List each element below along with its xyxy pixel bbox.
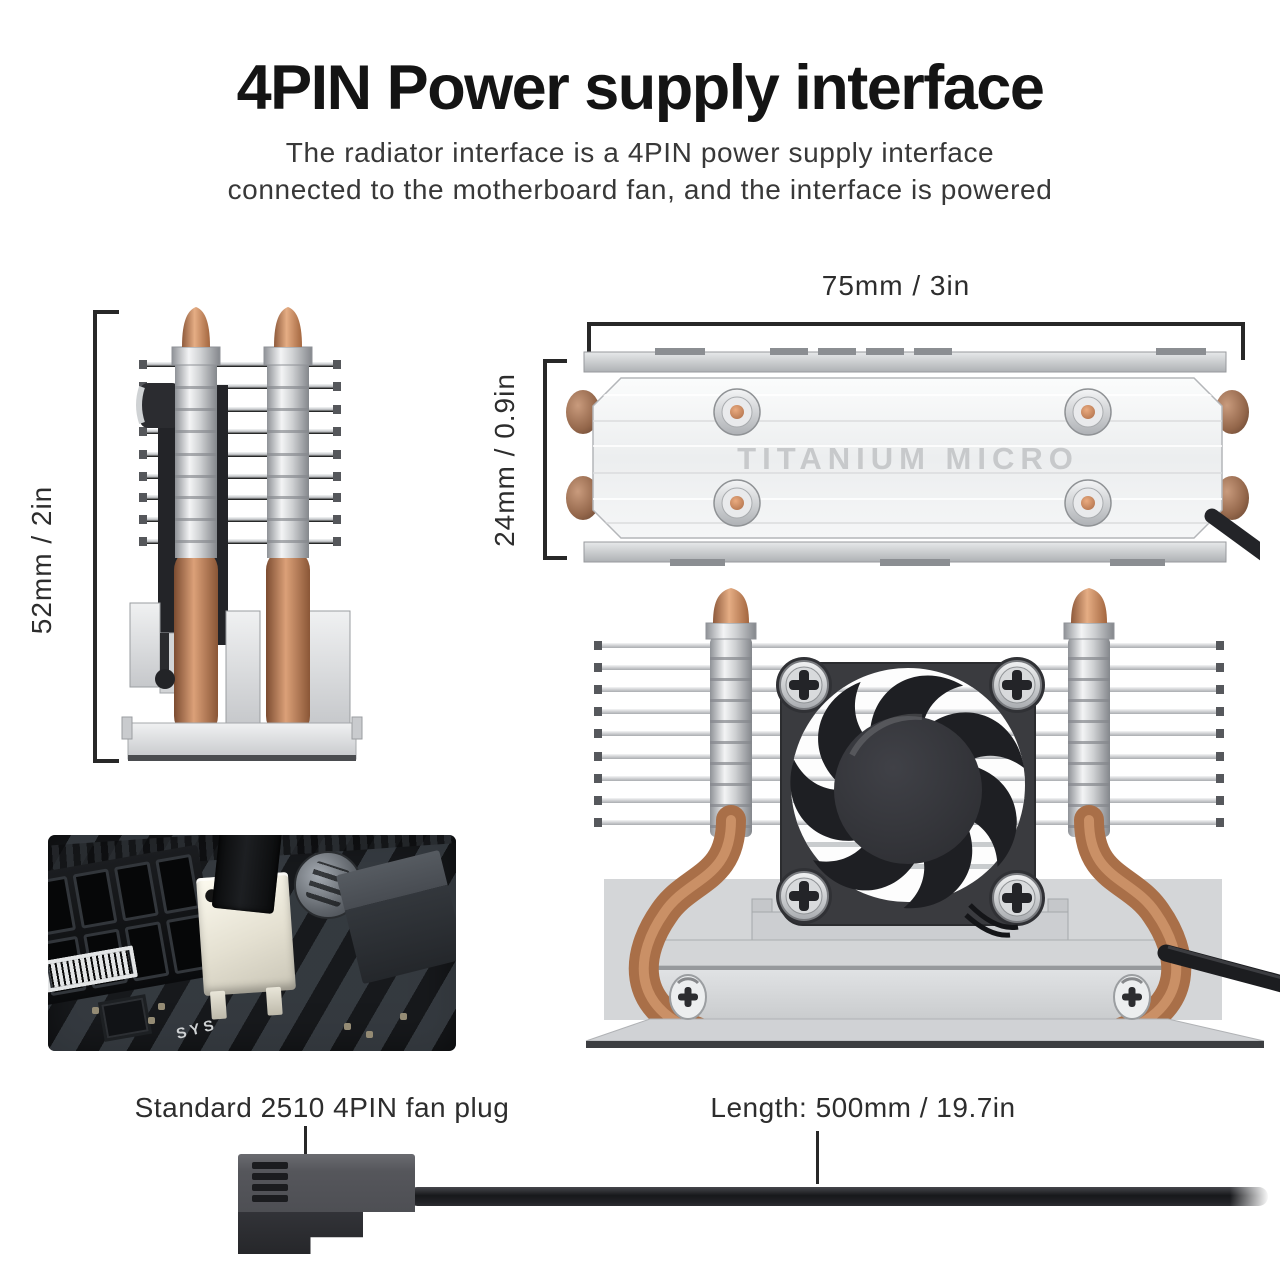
- fan-cable: [408, 1187, 1268, 1206]
- plug-label: Standard 2510 4PIN fan plug: [134, 1092, 510, 1123]
- heatpipe-right: [263, 307, 313, 738]
- subtitle-line-2: connected to the motherboard fan, and th…: [227, 174, 1053, 205]
- dimension-tick: [93, 759, 119, 763]
- heatpipe-left: [171, 307, 221, 738]
- dimension-line-depth: [543, 359, 547, 560]
- dimension-label-height: 52mm / 2in: [26, 485, 57, 635]
- top-view-illustration: TITANIUM MICRO: [566, 348, 1260, 566]
- mounting-clip: [136, 383, 180, 428]
- dimension-tick: [587, 322, 591, 360]
- heatpipe-ends: [566, 390, 1249, 520]
- dimension-tick: [93, 310, 119, 314]
- plug-slot: [252, 1173, 288, 1180]
- dimension-tick: [543, 359, 567, 363]
- cable-length-label: Length: 500mm / 19.7in: [710, 1092, 1016, 1123]
- leader-line-plug: [304, 1126, 307, 1156]
- subtitle-line-1: The radiator interface is a 4PIN power s…: [285, 137, 995, 168]
- fin-rail-bottom: [583, 541, 1227, 566]
- power-cable-frontview: [1157, 944, 1280, 993]
- dimension-tick: [543, 556, 567, 560]
- pin-hole: [113, 861, 159, 922]
- motherboard-photo: SYS: [48, 835, 456, 1051]
- solder-pad: [92, 1007, 99, 1014]
- dimension-tick: [1241, 322, 1245, 360]
- base-foot: [585, 1018, 1265, 1048]
- power-cable-highlight: [1167, 945, 1280, 979]
- pin-hole: [72, 868, 118, 929]
- header-foot: [209, 990, 227, 1020]
- side-view-illustration: [121, 307, 363, 761]
- retention-peg: [155, 633, 175, 689]
- heatpipe-curves: [628, 805, 1192, 1048]
- plug-slot: [252, 1184, 288, 1191]
- solder-pad: [400, 1013, 407, 1020]
- cover-screws: [713, 388, 1112, 527]
- fin-rail-top: [583, 348, 1227, 373]
- leader-line-cable: [816, 1131, 819, 1184]
- page-title: 4PIN Power supply interface: [236, 53, 1045, 123]
- pin-hole: [155, 853, 201, 915]
- heatpipe-tower-left: [705, 588, 757, 837]
- cable-fade: [1230, 1184, 1276, 1210]
- header-foot: [265, 986, 283, 1016]
- fan-wires: [964, 903, 1019, 938]
- side-fins: [139, 360, 341, 546]
- fan-screws: [779, 660, 1042, 923]
- dimension-label-depth: 24mm / 0.9in: [489, 373, 520, 547]
- cover-plate: TITANIUM MICRO: [592, 377, 1223, 539]
- engraved-brand-text: TITANIUM MICRO: [737, 441, 1079, 476]
- fan: [776, 657, 1045, 938]
- solder-pad: [344, 1023, 351, 1030]
- power-cable-topview: [1204, 508, 1260, 561]
- page-subtitle: The radiator interface is a 4PIN power s…: [0, 134, 1280, 208]
- pin-hole: [48, 875, 77, 937]
- solder-pad: [366, 1031, 373, 1038]
- plug-slot: [252, 1195, 288, 1202]
- fan-plug-inserted: [211, 835, 283, 915]
- fan-plug-latch: [238, 1212, 363, 1254]
- solder-pad: [148, 1017, 155, 1024]
- dimension-line-width: [587, 322, 1245, 326]
- ic-chip: [101, 997, 149, 1039]
- base-plate: [121, 716, 363, 761]
- dimension-line-height: [93, 310, 97, 763]
- heatpipe-tower-right: [1063, 588, 1115, 837]
- fan-plug-body: [238, 1154, 415, 1212]
- solder-pad: [158, 1003, 165, 1010]
- fan-hub: [834, 716, 982, 864]
- base-screws: [669, 974, 1151, 1020]
- plug-slot: [252, 1162, 288, 1169]
- front-view-illustration: [585, 588, 1280, 1048]
- dimension-label-width: 75mm / 3in: [821, 270, 971, 301]
